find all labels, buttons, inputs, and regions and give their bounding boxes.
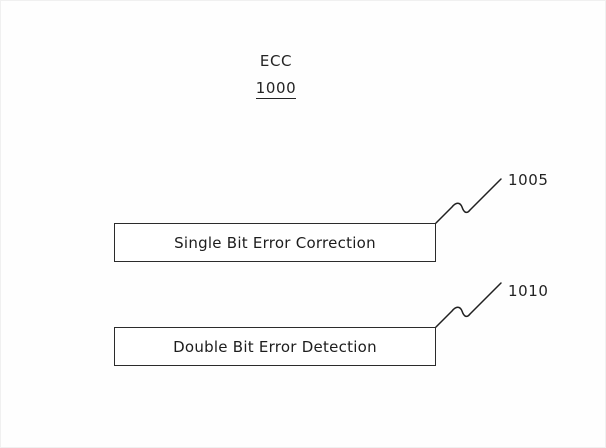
figure-title-block: ECC 1000	[1, 51, 551, 99]
leader-line-1010-icon	[435, 282, 502, 328]
figure-root-reference: 1000	[1, 78, 551, 99]
block-label: Single Bit Error Correction	[174, 233, 376, 252]
block-single-bit-error-correction[interactable]: Single Bit Error Correction	[114, 223, 436, 262]
reference-numeral-1005: 1005	[508, 171, 549, 189]
figure-title: ECC	[259, 52, 293, 70]
block-label: Double Bit Error Detection	[173, 337, 377, 356]
figure-root-reference-value: 1000	[255, 79, 297, 99]
block-double-bit-error-detection[interactable]: Double Bit Error Detection	[114, 327, 436, 366]
leader-line-1005-icon	[435, 178, 502, 224]
reference-numeral-1010: 1010	[508, 282, 549, 300]
